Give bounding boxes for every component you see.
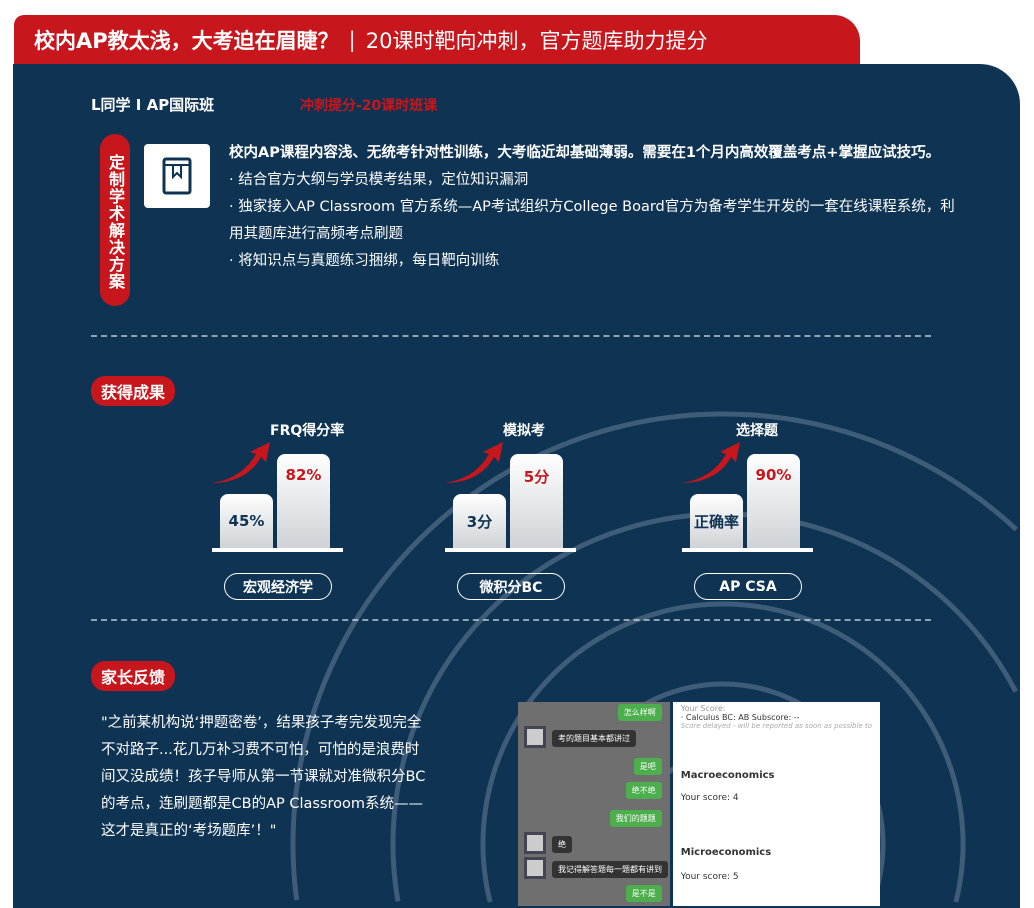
baseline <box>682 548 813 552</box>
divider <box>91 619 931 621</box>
baseline <box>212 548 343 552</box>
score-subject: Macroeconomics <box>680 770 775 781</box>
score-sub: · Calculus BC: AB Subscore: -- <box>680 713 800 722</box>
solution-point: · 独家接入AP Classroom 官方系统—AP考试组织方College B… <box>229 199 955 242</box>
score-header: Your Score: <box>680 704 726 713</box>
feedback-screenshot: 怎么样啊 考的题目基本都讲过 是吧 绝不绝 我们的题题 绝 我记得解答题每一题都… <box>518 702 880 906</box>
solution-point: · 将知识点与真题练习捆绑，每日靶向训练 <box>229 253 500 269</box>
score-value: Your score: 5 <box>680 872 739 882</box>
decorative-ring-arc <box>953 844 966 903</box>
result-metric: 选择题 <box>736 423 778 439</box>
result-group: 模拟考 3分 5分 微积分BC <box>445 420 585 600</box>
avatar <box>524 726 546 748</box>
header-banner: 校内AP教太浅，大考迫在眉睫？ | 20课时靶向冲刺，官方题库助力提分 <box>14 15 860 65</box>
chat-message: 是吧 <box>633 758 662 775</box>
subject-label: 微积分BC <box>457 573 565 600</box>
before-bar: 正确率 <box>690 494 743 548</box>
chat-message: 绝 <box>552 836 572 853</box>
before-bar: 3分 <box>453 494 506 548</box>
decorative-ring-arc <box>480 601 966 903</box>
result-metric: 模拟考 <box>503 423 545 439</box>
banner-separator: | <box>348 28 356 52</box>
subject-label: AP CSA <box>694 573 802 600</box>
score-subject: Microeconomics <box>680 847 772 858</box>
student-label: L同学 I AP国际班 <box>91 96 215 114</box>
result-group: 选择题 正确率 90% AP CSA <box>682 420 822 600</box>
score-value: Your score: 4 <box>680 793 739 803</box>
chat-message: 绝不绝 <box>625 782 662 799</box>
after-bar: 90% <box>747 454 800 548</box>
book-bookmark-icon <box>144 144 210 208</box>
score-delayed: Score delayed - will be reported as soon… <box>680 722 872 730</box>
up-arrow-icon <box>682 442 740 483</box>
solution-text: 校内AP课程内容浅、无统考针对性训练，大考临近却基础薄弱。需要在1个月内高效覆盖… <box>229 140 969 275</box>
baseline <box>445 548 576 552</box>
after-bar: 82% <box>277 454 330 548</box>
decorative-ring-arc <box>390 511 1018 902</box>
chat-message: 是不是 <box>625 885 662 902</box>
divider <box>91 335 931 337</box>
score-report: Your Score: · Calculus BC: AB Subscore: … <box>672 702 880 906</box>
before-bar: 45% <box>220 494 273 548</box>
avatar <box>524 857 546 879</box>
feedback-title: 家长反馈 <box>91 661 176 691</box>
results-title: 获得成果 <box>91 376 176 406</box>
result-metric: FRQ得分率 <box>270 423 345 439</box>
course-label: 冲刺提分-20课时班课 <box>300 98 438 114</box>
up-arrow-icon <box>212 442 270 483</box>
feedback-quote: "之前某机构说‘押题密卷’，结果孩子考完发现完全不对路子...花几万补习费不可怕… <box>101 715 426 839</box>
chat-message: 我们的题题 <box>609 810 662 827</box>
banner-question: 校内AP教太浅，大考迫在眉睫？ <box>34 29 339 53</box>
chat-screenshot: 怎么样啊 考的题目基本都讲过 是吧 绝不绝 我们的题题 绝 我记得解答题每一题都… <box>518 702 670 906</box>
up-arrow-icon <box>445 442 503 483</box>
subject-label: 宏观经济学 <box>224 573 332 600</box>
chat-message: 我记得解答题每一题都有讲到 <box>552 861 668 878</box>
result-group: FRQ得分率 45% 82% 宏观经济学 <box>212 420 352 600</box>
chat-message: 怎么样啊 <box>617 704 662 721</box>
solution-point: · 结合官方大纲与学员模考结果，定位知识漏洞 <box>229 172 529 188</box>
after-bar: 5分 <box>510 454 563 548</box>
chat-message: 考的题目基本都讲过 <box>552 730 636 747</box>
solution-lead: 校内AP课程内容浅、无统考针对性训练，大考临近却基础薄弱。需要在1个月内高效覆盖… <box>229 145 941 161</box>
banner-answer: 20课时靶向冲刺，官方题库助力提分 <box>365 29 708 53</box>
avatar <box>524 832 546 854</box>
solution-tag: 定制学术解决方案 <box>100 134 130 306</box>
case-panel: L同学 I AP国际班 冲刺提分-20课时班课 定制学术解决方案 校内AP课程内… <box>13 64 1020 908</box>
